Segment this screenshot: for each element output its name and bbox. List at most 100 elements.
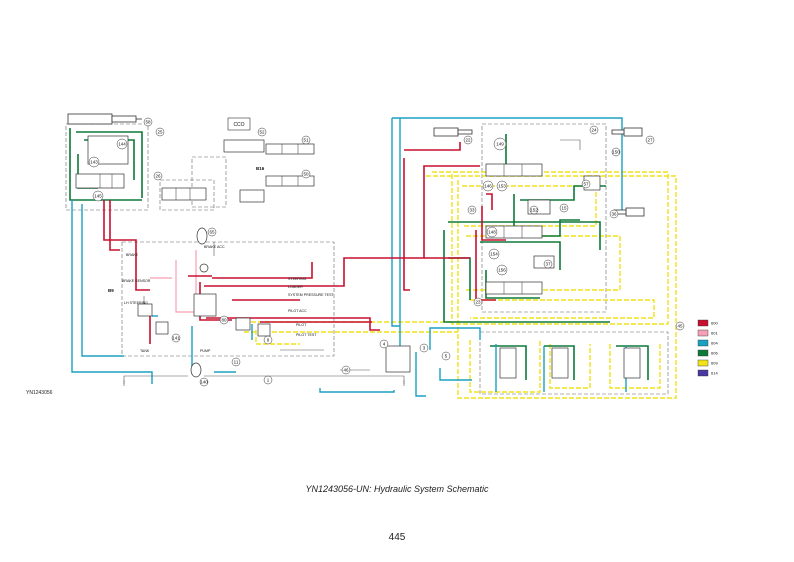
valve-lh-steering [137,303,153,317]
callout-144: 144 [116,138,128,150]
lines-606 [69,128,649,380]
svg-text:33: 33 [469,208,475,213]
svg-text:22: 22 [465,138,471,143]
svg-text:51: 51 [303,138,309,143]
label-tank: TANK [140,349,150,353]
label-brake: BRAKE [126,253,139,257]
svg-text:46: 46 [343,368,349,373]
svg-text:4: 4 [383,342,386,347]
callout-156: 156 [496,264,508,276]
label-system-pressure-test: SYSTEM PRESSURE TEST [288,293,334,297]
callout-9: 9 [263,335,273,345]
legend-item: 614 [697,369,718,377]
callout-148: 148 [486,226,498,238]
label-pilot-test: PILOT TEST [296,333,317,337]
callout-146: 146 [482,180,494,192]
pump-accumulator [190,362,202,378]
lines-601 [150,250,197,313]
callout-152: 152 [529,205,539,215]
valve-51 [265,143,315,155]
callout-1: 1 [263,375,273,385]
filter-4 [385,345,411,373]
svg-text:3: 3 [423,346,426,351]
component-boundaries [65,123,669,395]
callout-143: 143 [88,156,100,168]
svg-text:601: 601 [711,331,718,336]
pilot-valve [257,323,271,337]
svg-text:148: 148 [488,230,496,235]
svg-text:52: 52 [259,130,265,135]
svg-text:65: 65 [209,230,215,235]
aux-valve-3 [623,347,641,379]
valve-11 [235,317,251,331]
callout-58: 58 [143,117,153,127]
callout-22: 22 [463,135,473,145]
svg-text:24: 24 [591,128,597,133]
label-brake-acc: BRAKE ACC [204,245,225,249]
svg-text:1: 1 [267,378,270,383]
svg-text:600: 600 [711,321,718,326]
callout-140: 140 [199,377,209,387]
svg-text:149: 149 [496,142,504,147]
boundary-brake-steering-valve [121,241,335,357]
brake-accumulator [196,227,208,245]
valve-b16-solenoid [239,189,265,203]
callout-27: 27 [645,135,655,145]
callout-145: 145 [92,190,104,202]
loader-spool-2 [485,225,543,239]
callout-45: 45 [675,321,685,331]
callouts: 58 25 144 143 145 52 51 50 26 22 149 24 … [88,117,685,387]
loader-spool-3 [485,281,543,295]
svg-text:57: 57 [583,182,589,187]
label-lh-steering: LH STEERING [124,301,148,305]
callout-36: 36 [609,209,619,219]
callout-141: 141 [171,333,181,343]
svg-text:26: 26 [155,174,161,179]
callout-57: 57 [581,179,591,189]
boundary-auxiliary-valves [479,331,669,395]
valve-blocks [75,135,641,379]
svg-text:45: 45 [677,324,683,329]
schematic-labels: CCO B16 B9 BRAKE BRAKE SENSOR LH STEERIN… [108,117,334,353]
callout-154: 154 [488,248,500,260]
svg-text:37: 37 [545,262,551,267]
valve-26 [161,187,207,201]
callout-149: 149 [493,137,507,151]
svg-text:141: 141 [172,336,180,341]
callout-15: 15 [559,203,569,213]
svg-text:143: 143 [90,160,98,165]
label-pilot: PILOT [296,323,307,327]
accumulators [190,227,209,378]
callout-33: 33 [467,205,477,215]
callout-24: 24 [589,125,599,135]
legend-item: 604 [697,339,718,347]
cylinder-loader-right [611,127,643,137]
label-pilot-acc: PILOT ACC [288,309,307,313]
svg-text:5: 5 [445,354,448,359]
svg-text:145: 145 [94,194,102,199]
svg-text:11: 11 [234,360,239,365]
svg-text:609: 609 [711,361,718,366]
callout-51: 51 [301,135,311,145]
valve-50 [265,175,315,187]
legend-item: 606 [697,349,718,357]
svg-text:156: 156 [498,268,506,273]
valve-141 [155,321,169,335]
svg-text:80: 80 [221,318,227,323]
pressure-sensor [199,263,209,273]
legend-item: 601 [697,329,718,337]
callout-37: 37 [543,259,553,269]
svg-text:604: 604 [711,341,718,346]
aux-valve-1 [499,347,517,379]
figure-caption: YN1243056-UN: Hydraulic System Schematic [305,484,489,494]
color-legend: 600 601 604 606 609 614 [697,319,718,377]
label-b16: B16 [256,166,265,171]
cylinder-loader-left [433,127,473,137]
legend-item: 600 [697,319,718,327]
svg-text:25: 25 [157,130,163,135]
aux-valve-2 [551,347,569,379]
label-b9: B9 [108,288,114,293]
cylinder-steering [67,113,142,125]
svg-text:614: 614 [711,371,718,376]
